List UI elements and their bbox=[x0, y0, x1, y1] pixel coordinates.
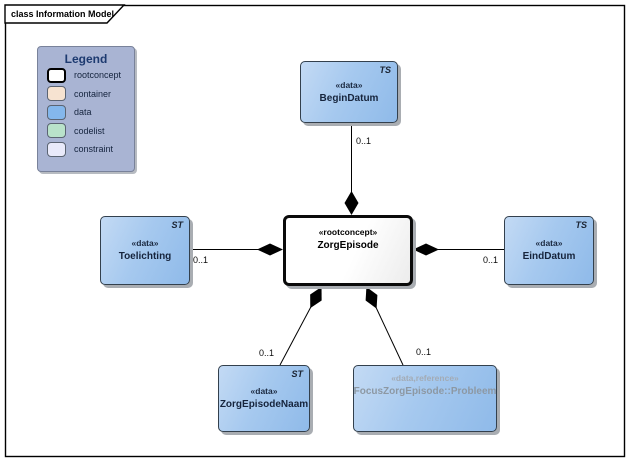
node-einddatum[interactable]: TS «data» EindDatum bbox=[504, 216, 594, 285]
node-stereotype: «rootconcept» bbox=[318, 227, 378, 237]
legend-item-constraint: constraint bbox=[38, 140, 134, 159]
node-name: ZorgEpisodeNaam bbox=[219, 399, 309, 410]
node-zorgepisodenaam[interactable]: ST «data» ZorgEpisodeNaam bbox=[218, 365, 310, 432]
node-stereotype: «data» bbox=[335, 79, 363, 90]
edge-toelichting-composition-diamond bbox=[257, 243, 283, 256]
legend: Legend rootconcept container data codeli… bbox=[37, 46, 135, 172]
legend-swatch-container bbox=[47, 86, 66, 102]
multiplicity-focuszorgepisode: 0..1 bbox=[416, 347, 432, 357]
legend-item-label: data bbox=[74, 107, 92, 118]
node-stereotype: «data,reference» bbox=[391, 373, 459, 383]
legend-swatch-codelist bbox=[47, 123, 66, 139]
diagram-frame-border bbox=[4, 4, 626, 458]
datatype-indicator: TS bbox=[575, 220, 587, 230]
edge-einddatum-composition-diamond bbox=[413, 243, 439, 256]
legend-item-container: container bbox=[38, 85, 134, 104]
legend-item-label: codelist bbox=[74, 125, 105, 136]
legend-item-label: container bbox=[74, 88, 112, 99]
node-toelichting[interactable]: ST «data» Toelichting bbox=[100, 216, 190, 285]
edge-begindatum-composition-diamond bbox=[344, 191, 359, 215]
node-name: BeginDatum bbox=[319, 92, 379, 104]
node-zorgepisode[interactable]: «rootconcept» ZorgEpisode bbox=[283, 215, 413, 286]
multiplicity-toelichting: 0..1 bbox=[193, 255, 209, 265]
multiplicity-begindatum: 0..1 bbox=[356, 136, 372, 146]
legend-item-rootconcept: rootconcept bbox=[38, 66, 134, 85]
node-name: EindDatum bbox=[522, 251, 576, 262]
node-name: Toelichting bbox=[118, 251, 172, 262]
edge-zorgepisodenaam-composition-diamond bbox=[310, 286, 322, 309]
legend-item-data: data bbox=[38, 103, 134, 122]
datatype-indicator: ST bbox=[291, 369, 303, 379]
node-name: FocusZorgEpisode::Probleem bbox=[353, 386, 497, 397]
legend-title: Legend bbox=[64, 52, 108, 66]
legend-item-codelist: codelist bbox=[38, 122, 134, 141]
node-stereotype: «data» bbox=[131, 238, 159, 248]
datatype-indicator: TS bbox=[379, 65, 391, 75]
node-name: ZorgEpisode bbox=[317, 240, 379, 251]
frame-tab-label: class Information Model bbox=[11, 9, 115, 19]
diagram-frame-tab bbox=[4, 4, 126, 24]
legend-swatch-data bbox=[47, 104, 66, 120]
legend-item-label: rootconcept bbox=[74, 70, 122, 81]
legend-item-label: constraint bbox=[74, 144, 114, 155]
node-stereotype: «data» bbox=[250, 386, 278, 396]
multiplicity-einddatum: 0..1 bbox=[483, 255, 499, 265]
multiplicity-zorgepisodenaam: 0..1 bbox=[259, 348, 275, 358]
node-stereotype: «data» bbox=[535, 238, 563, 248]
legend-swatch-rootconcept bbox=[47, 67, 66, 83]
edge-focuszorgepisode-composition-diamond bbox=[365, 286, 378, 309]
datatype-indicator: ST bbox=[171, 220, 183, 230]
node-begindatum[interactable]: TS «data» BeginDatum bbox=[300, 61, 398, 123]
node-focuszorgepisode-probleem[interactable]: «data,reference» FocusZorgEpisode::Probl… bbox=[353, 365, 497, 432]
legend-swatch-constraint bbox=[47, 141, 66, 157]
